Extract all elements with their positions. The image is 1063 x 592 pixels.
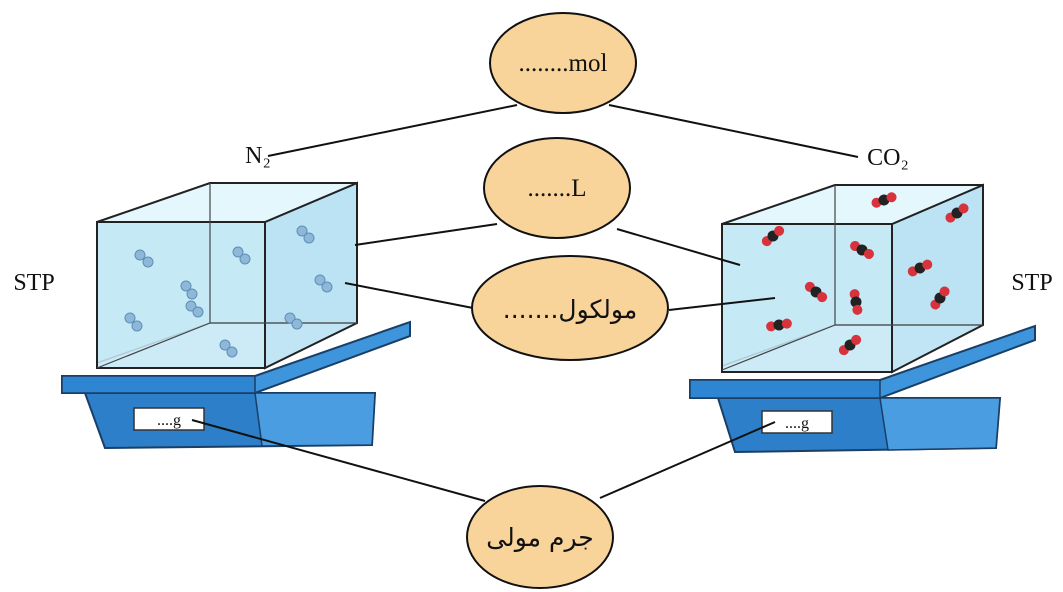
connector-molecules-to-right <box>668 297 776 311</box>
right-scale-readout: ....g <box>785 415 809 432</box>
n2-molecule <box>219 339 238 358</box>
connector-volume-to-left <box>354 223 498 246</box>
co2-molecule <box>907 259 933 277</box>
n2-molecule <box>134 249 154 268</box>
n2-molecule <box>314 274 333 293</box>
n2-label: N₂ <box>245 143 271 169</box>
co2-molecule <box>849 289 863 315</box>
n2-molecule <box>284 312 303 330</box>
oval-mol: ........mol <box>489 12 637 114</box>
connector-molecules-to-left <box>344 282 474 309</box>
n2-molecule <box>185 300 204 318</box>
co2-molecule <box>850 241 874 259</box>
left-container <box>96 181 358 370</box>
connector-lines <box>191 104 859 502</box>
co2-molecule <box>945 203 969 223</box>
left-scale: ....g <box>61 320 411 450</box>
oval-volume: .......L <box>483 137 631 239</box>
connector-volume-to-right <box>616 228 741 266</box>
connector-mol-to-co2 <box>608 104 859 158</box>
oval-molar-mass-text: جرم مولی <box>486 523 593 552</box>
co2-molecule <box>766 318 792 332</box>
right-container <box>721 183 984 374</box>
co2-molecule <box>871 192 897 208</box>
n2-molecule <box>296 225 315 244</box>
oval-mol-text: ........mol <box>519 50 608 77</box>
oval-molecules: مولکول....... <box>471 255 669 361</box>
n2-molecule <box>232 246 251 265</box>
oval-molecules-text: مولکول....... <box>503 295 637 324</box>
right-scale: ....g <box>689 324 1036 454</box>
right-stp-label: STP <box>1011 270 1052 296</box>
co2-molecule <box>761 225 785 247</box>
oval-volume-text: .......L <box>527 175 586 202</box>
connector-molar-mass-to-right <box>599 421 776 499</box>
connector-mol-to-n2 <box>267 104 518 157</box>
co2-molecule <box>804 281 828 303</box>
left-scale-readout: ....g <box>157 412 181 429</box>
n2-molecule <box>124 312 143 332</box>
oval-molar-mass: جرم مولی <box>466 485 614 589</box>
co2-molecule <box>838 334 862 356</box>
left-stp-label: STP <box>13 270 54 296</box>
n2-molecules <box>124 225 333 358</box>
connector-molar-mass-to-left <box>191 419 486 502</box>
co2-label: CO₂ <box>867 145 909 171</box>
co2-molecules <box>761 192 969 356</box>
co2-molecule <box>930 286 950 310</box>
n2-molecule <box>180 280 198 300</box>
